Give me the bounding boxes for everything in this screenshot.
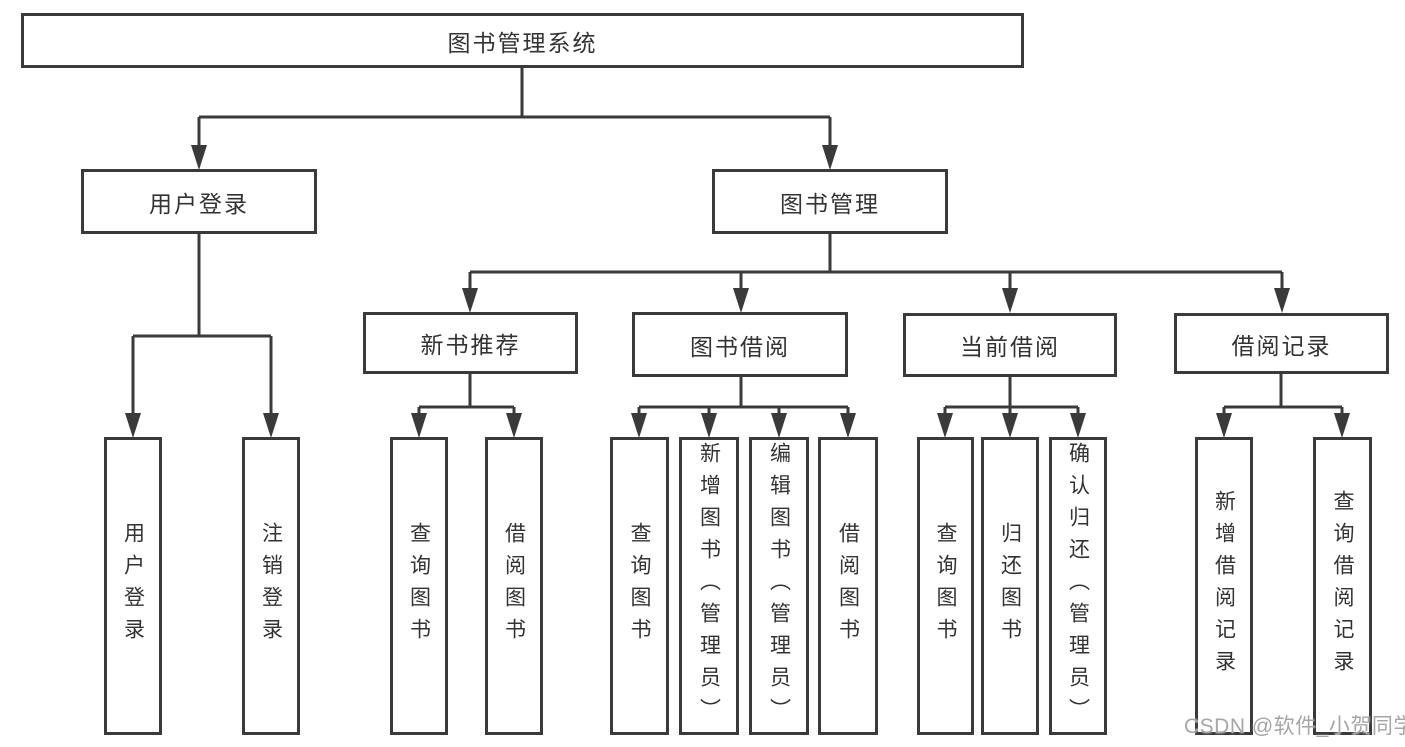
leaf-add-book-admin: 新增图书（管理员） [679, 437, 739, 735]
leaf-label: 查询图书 [934, 522, 957, 650]
leaf-edit-book-admin: 编辑图书（管理员） [749, 437, 809, 735]
leaf-borrow-books-recommend: 借阅图书 [485, 437, 543, 735]
leaf-label: 借阅图书 [836, 522, 860, 650]
leaf-confirm-return-admin: 确认归还（管理员） [1049, 437, 1107, 735]
node-book-management: 图书管理 [712, 169, 948, 234]
leaf-query-books-borrow: 查询图书 [610, 437, 669, 735]
leaf-user-login: 用户登录 [104, 437, 162, 735]
node-label: 图书管理 [780, 190, 880, 217]
leaf-label: 归还图书 [998, 522, 1022, 650]
node-borrow-records: 借阅记录 [1174, 313, 1389, 374]
leaf-label: 查询图书 [407, 522, 431, 650]
leaf-return-book: 归还图书 [981, 437, 1039, 735]
leaf-logout: 注销登录 [242, 437, 300, 735]
node-book-borrow: 图书借阅 [632, 312, 848, 377]
leaf-label: 确认归还（管理员） [1066, 442, 1090, 730]
leaf-label: 借阅图书 [502, 522, 526, 650]
node-label: 图书管理系统 [447, 29, 598, 56]
node-label: 当前借阅 [960, 334, 1060, 360]
leaf-label: 新增借阅记录 [1212, 490, 1236, 682]
leaf-label: 查询借阅记录 [1331, 490, 1354, 682]
watermark: CSDN @软件_小贺同学 [1184, 715, 1405, 738]
node-label: 图书借阅 [690, 333, 790, 360]
leaf-borrow-books: 借阅图书 [818, 437, 878, 735]
leaf-label: 注销登录 [259, 522, 283, 650]
leaf-label: 用户登录 [121, 522, 145, 650]
leaf-query-books-recommend: 查询图书 [390, 437, 448, 735]
arrowheads [125, 145, 1350, 438]
node-label: 用户登录 [149, 190, 249, 217]
leaf-label: 编辑图书（管理员） [767, 442, 791, 730]
node-user-login: 用户登录 [81, 169, 317, 234]
leaf-query-books-current: 查询图书 [917, 437, 974, 735]
node-library-system: 图书管理系统 [21, 13, 1024, 68]
node-new-book-recommend: 新书推荐 [363, 312, 578, 374]
leaf-label: 查询图书 [628, 522, 651, 650]
leaf-label: 新增图书（管理员） [697, 442, 721, 730]
node-label: 借阅记录 [1231, 332, 1332, 359]
node-current-borrow: 当前借阅 [903, 313, 1117, 377]
node-label: 新书推荐 [420, 332, 521, 358]
leaf-add-borrow-record: 新增借阅记录 [1195, 437, 1253, 735]
leaf-query-borrow-record: 查询借阅记录 [1313, 437, 1372, 735]
